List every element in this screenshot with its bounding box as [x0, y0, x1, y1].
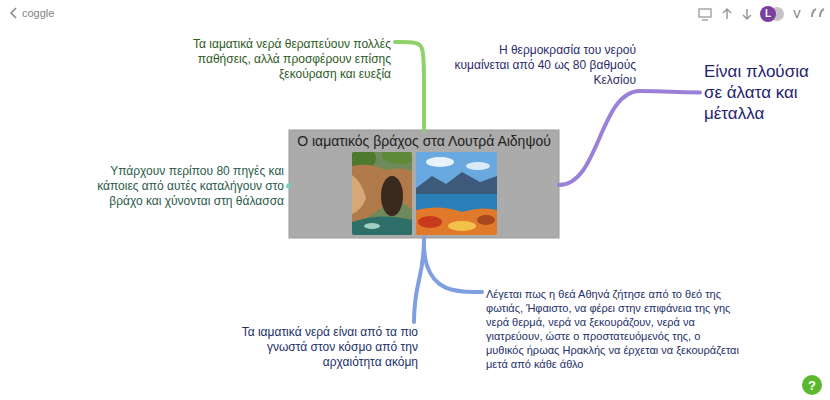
node-text: Τα ιαματικά νερά είναι από τα πιο γνωστά…	[214, 325, 418, 370]
cave	[381, 176, 403, 216]
download-icon	[743, 9, 751, 19]
app-name: coggle	[22, 8, 54, 19]
red-rock	[418, 216, 442, 228]
mountains	[416, 172, 497, 196]
branch-text: Η θερμοκρασία του νερού κυμαίνεται από 4…	[440, 40, 640, 91]
water	[352, 216, 412, 235]
cliff-light	[352, 175, 366, 214]
present-icon	[699, 9, 711, 17]
branch-text: Τα ιαματικά νερά είναι από τα πιο γνωστά…	[210, 322, 422, 373]
node-text: Λέγεται πως η θεά Αθηνά ζήτησε από το θε…	[486, 287, 740, 371]
upload-icon	[723, 9, 731, 19]
avatar	[760, 6, 776, 22]
node-text: Τα ιαματικά νερά θεραπεύουν πολλές παθήσ…	[167, 37, 391, 82]
branch-connector	[559, 91, 640, 185]
help-button	[802, 375, 822, 395]
central-topic: Ο ιαματικός βράχος στα Λουτρά Αιδηψού	[289, 130, 559, 238]
present-icon	[702, 19, 708, 20]
node-text: Είναι πλούσια σε άλατα και μέταλλα	[704, 61, 820, 124]
branch-text: Είναι πλούσια σε άλατα και μέταλλα	[700, 58, 824, 127]
water-light	[364, 223, 380, 229]
central-frame	[289, 130, 559, 238]
comment-icon	[812, 9, 824, 17]
yellow-rock	[448, 221, 476, 231]
branch-text: Υπάρχουν περίπου 80 πηγές και κάποιες απ…	[82, 161, 288, 212]
rock-photo	[352, 152, 412, 235]
branch-text: Λέγεται πως η θεά Αθηνά ζήτησε από το θε…	[482, 284, 744, 374]
cloud	[426, 157, 454, 167]
node-text: Ο ιαματικός βράχος στα Λουτρά Αιδηψού	[295, 133, 553, 149]
node-text: Υπάρχουν περίπου 80 πηγές και κάποιες απ…	[86, 164, 284, 209]
help-mark: ?	[808, 379, 816, 392]
sea-photo	[416, 152, 497, 235]
branch-text: Τα ιαματικά νερά θεραπεύουν πολλές παθήσ…	[163, 34, 395, 85]
node-text: Η θερμοκρασία του νερού κυμαίνεται από 4…	[444, 43, 636, 88]
tree	[382, 152, 412, 164]
branch-connector	[395, 42, 424, 130]
branch-connector	[424, 238, 482, 292]
brown-rock	[477, 215, 495, 225]
avatar-initial: L	[765, 9, 771, 19]
cloud	[466, 162, 490, 170]
branch-connector	[640, 91, 700, 93]
back-chevron	[11, 8, 16, 18]
branch-connector	[288, 185, 289, 187]
version-badge: V	[793, 9, 800, 20]
shore-rocks	[416, 207, 497, 235]
